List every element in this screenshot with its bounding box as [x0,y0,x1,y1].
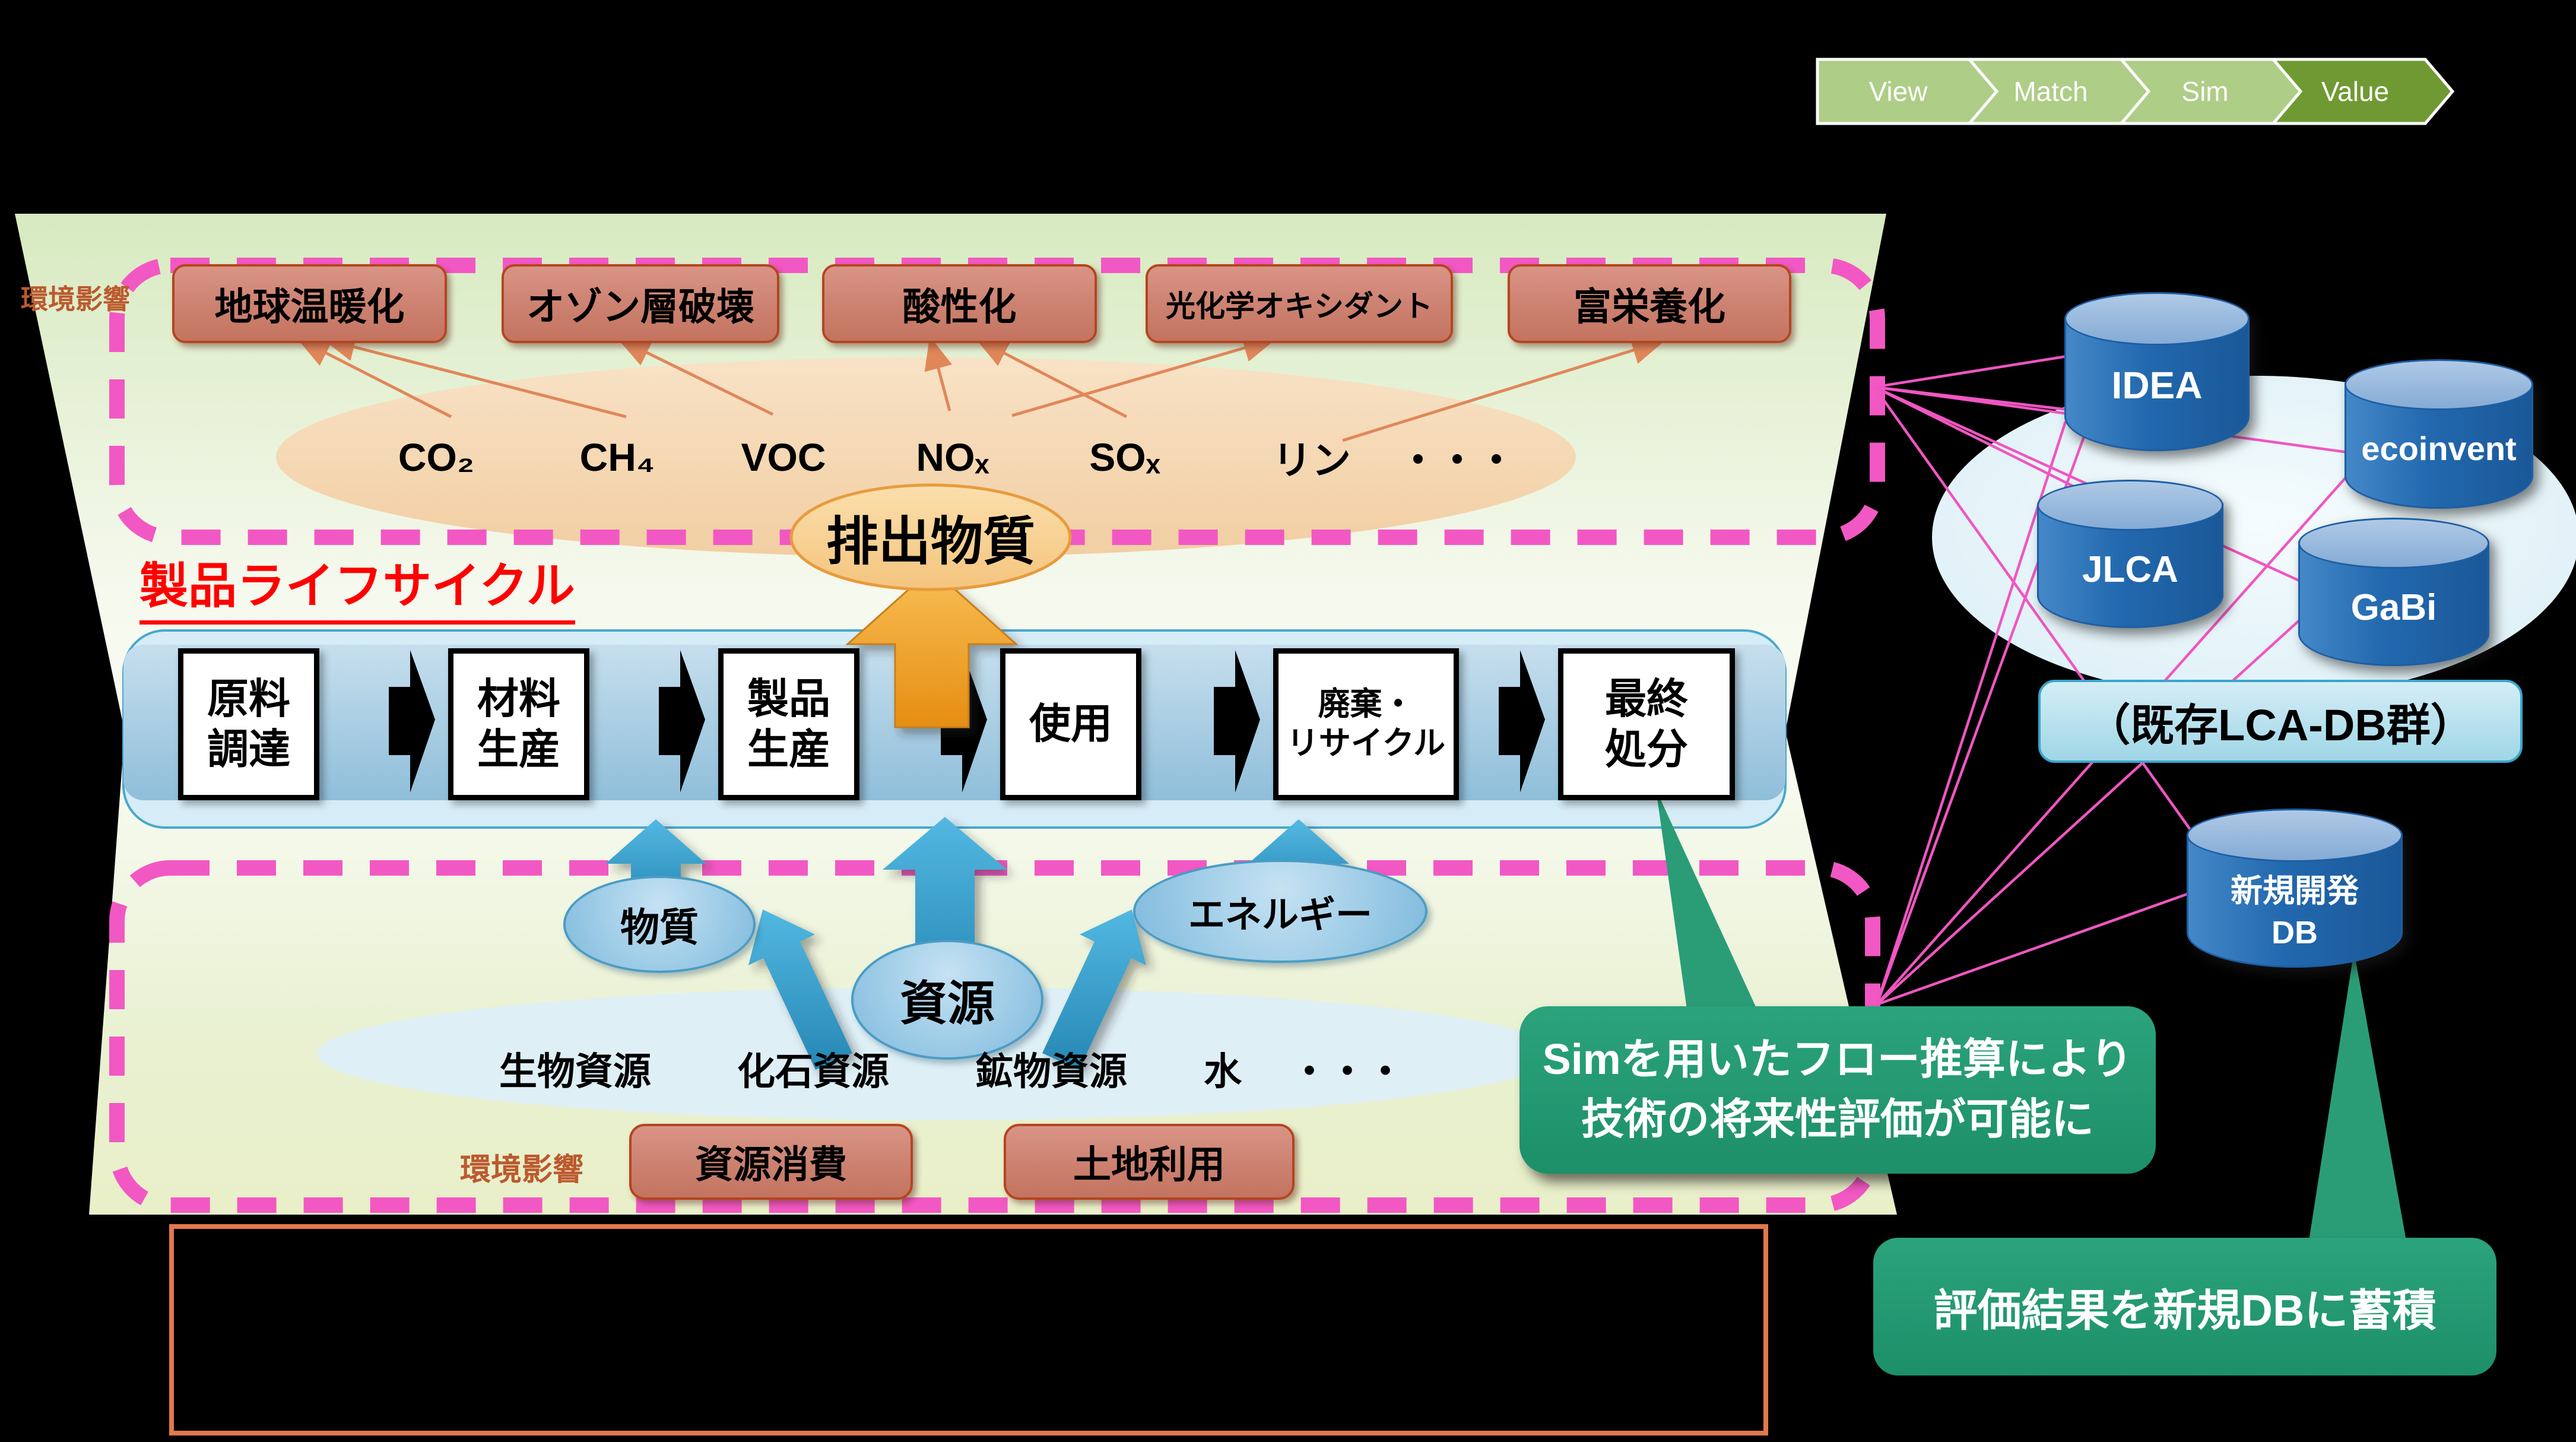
stage-raw-material: 原料 調達 [178,648,319,800]
workflow-step-match: Match [2013,76,2088,107]
cylinder-top [2187,809,2403,862]
bottom-note-box [169,1224,1768,1435]
resource-bio: 生物資源 [499,1050,651,1093]
slant-arrow-right [1042,909,1146,1070]
workflow-chevrons [1816,58,2455,125]
stage-disposal-recycle: 廃棄・ リサイクル [1273,648,1459,800]
up-arrow-material [605,819,706,908]
workflow-step-sim: Sim [2181,76,2229,107]
bubble-material: 物質 [563,876,756,973]
store-callout-wedge [2309,951,2406,1241]
substance-phosphorus: リン [1273,438,1351,482]
substance-sox: SOₓ [1089,435,1160,479]
substance-impact-arrows [296,333,1665,442]
stage-product-production: 製品 生産 [718,648,859,800]
resource-ellipsis: ・・・ [1290,1050,1404,1093]
sim-callout: Simを用いたフロー推算により 技術の将来性評価が可能に [1519,1006,2156,1174]
db-cylinder-ecoinvent: ecoinvent [2345,359,2533,509]
db-label: GaBi [2350,587,2437,628]
bubble-energy: エネルギー [1133,860,1427,963]
resource-water: 水 [1204,1050,1242,1093]
impact-box-land-use: 土地利用 [1004,1124,1295,1200]
lifecycle-title: 製品ライフサイクル [139,546,575,625]
workflow-step-value: Value [2321,76,2390,107]
substance-voc: VOC [741,435,826,479]
impact-box-global-warming: 地球温暖化 [172,264,447,343]
db-cylinder-idea: IDEA [2064,292,2250,451]
substance-ch4: CH₄ [579,435,655,479]
db-label: JLCA [2082,549,2178,590]
resource-mineral: 鉱物資源 [975,1050,1127,1093]
impact-box-eutrophication: 富栄養化 [1508,264,1791,343]
db-cylinder-jlca: JLCA [2037,480,2223,628]
cylinder-top [2345,359,2533,410]
existing-db-group-label: （既存LCA-DB群） [2038,680,2523,763]
substances-ellipse [276,357,1576,557]
substance-co2: CO₂ [398,435,475,479]
db-label: ecoinvent [2361,430,2517,467]
impact-box-acidification: 酸性化 [822,264,1097,343]
emission-badge-label: 排出物質 [826,512,1036,571]
stage-material-production: 材料 生産 [448,648,589,800]
cylinder-top [2037,480,2223,531]
bubble-resource: 資源 [851,940,1043,1060]
emission-badge-ball [789,483,1072,591]
stage-final-disposal: 最終 処分 [1558,648,1735,800]
impact-box-oxidant: 光化学オキシダント [1146,264,1453,343]
impact-box-resource-consumption: 資源消費 [629,1124,913,1200]
store-callout: 評価結果を新規DBに蓄積 [1873,1238,2496,1376]
slant-arrow-left [748,909,852,1070]
substance-nox: NOₓ [916,435,989,479]
emission-up-arrow [845,567,1019,728]
bottom-impact-side-label: 環境影響 [460,1153,584,1187]
resource-fossil: 化石資源 [737,1050,889,1093]
db-label: 新規開発 DB [2231,873,2359,951]
chevron-value [2270,58,2455,125]
impact-box-ozone: オゾン層破壊 [502,264,779,343]
cylinder-top [2064,292,2250,346]
up-arrow-resource [883,817,1007,1003]
db-label: IDEA [2111,364,2203,407]
top-impact-side-label: 環境影響 [21,284,130,315]
workflow-step-view: View [1868,76,1928,107]
db-cylinder-gabi: GaBi [2298,518,2489,666]
sim-callout-wedge [1656,790,1757,1009]
stage-use: 使用 [1000,648,1141,800]
db-cylinder-new: 新規開発 DB [2187,809,2403,968]
substance-ellipsis: ・・・ [1398,438,1516,482]
cylinder-top [2298,518,2489,569]
